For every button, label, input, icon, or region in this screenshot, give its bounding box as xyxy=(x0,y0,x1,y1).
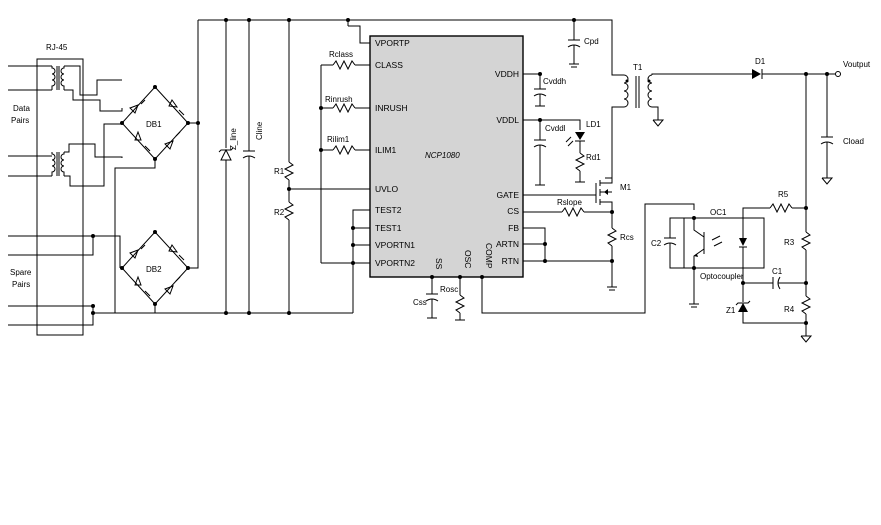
zline-label: Z_line xyxy=(229,128,238,150)
rinrush-label: Rinrush xyxy=(325,95,353,104)
pin-gate: GATE xyxy=(496,190,519,200)
spare-pairs-label-1: Spare xyxy=(10,268,32,277)
pin-comp: COMP xyxy=(484,243,494,269)
rd1-label: Rd1 xyxy=(586,153,601,162)
vportn-bus xyxy=(351,209,370,313)
ic-body xyxy=(369,35,524,278)
pin-artn: ARTN xyxy=(496,239,519,249)
css-label: Css xyxy=(413,298,427,307)
pin-vportn1: VPORTN1 xyxy=(375,240,415,250)
cline-label: Cline xyxy=(255,121,264,140)
pin-vddh: VDDH xyxy=(495,69,519,79)
data-pair-transformer-1 xyxy=(37,65,123,112)
oc1-body xyxy=(683,217,765,269)
resistor-r1-r2: R1 R2 xyxy=(274,20,370,313)
pin-rtn: RTN xyxy=(502,256,519,266)
data-pair-transformer-2 xyxy=(37,123,123,187)
c2-label: C2 xyxy=(651,239,662,248)
oc1-label: OC1 xyxy=(710,208,727,217)
ic-name: NCP1080 xyxy=(425,151,460,160)
bridge-db1: DB1 xyxy=(120,85,190,161)
rslope-label: Rslope xyxy=(557,198,582,207)
pin-class: CLASS xyxy=(375,60,403,70)
voutput-label: Voutput xyxy=(843,60,871,69)
cap-css: Css xyxy=(413,275,439,319)
cap-cpd: Cpd xyxy=(567,20,599,68)
r4-label: R4 xyxy=(784,305,795,314)
pin-ilim1: ILIM1 xyxy=(375,145,397,155)
pin-test2: TEST2 xyxy=(375,205,402,215)
db2-label: DB2 xyxy=(146,265,162,274)
rtn-net xyxy=(523,227,614,263)
data-pairs-label-1: Data xyxy=(13,104,30,113)
rj45-connector: RJ-45 Data Pairs Spare Pairs xyxy=(8,43,123,336)
comp-net xyxy=(480,203,695,314)
left-programming-resistors: Rclass Rinrush Rilim1 xyxy=(319,50,370,264)
rclass-label: Rclass xyxy=(329,50,353,59)
rosc-label: Rosc xyxy=(440,285,458,294)
m1-label: M1 xyxy=(620,183,632,192)
r3-label: R3 xyxy=(784,238,795,247)
rj45-label: RJ-45 xyxy=(46,43,68,52)
r2-label: R2 xyxy=(274,208,285,217)
pin-test1: TEST1 xyxy=(375,223,402,233)
optocoupler-oc1: OC1 Optocoupler xyxy=(683,208,765,281)
pin-vportp: VPORTP xyxy=(375,38,410,48)
ic-ncp1080: VPORTP CLASS INRUSH ILIM1 UVLO TEST2 TES… xyxy=(369,35,524,278)
d1-label: D1 xyxy=(755,57,766,66)
pin-osc: OSC xyxy=(463,250,473,268)
rj45-body xyxy=(36,58,84,336)
rcs-label: Rcs xyxy=(620,233,634,242)
cap-c2: C2 xyxy=(651,217,699,308)
ld1-label: LD1 xyxy=(586,120,601,129)
resistor-rslope: Rslope xyxy=(523,198,612,218)
pin-vportn2: VPORTN2 xyxy=(375,258,415,268)
pin-fb: FB xyxy=(508,223,519,233)
r1-label: R1 xyxy=(274,167,285,176)
data-pairs-label-2: Pairs xyxy=(11,116,29,125)
mosfet-m1: M1 xyxy=(523,178,632,228)
zener-zline: Z_line xyxy=(218,20,238,313)
z1-label: Z1 xyxy=(726,306,736,315)
transformer-t1: T1 xyxy=(605,63,752,179)
pin-cs: CS xyxy=(507,206,519,216)
optocoupler-label: Optocoupler xyxy=(700,272,744,281)
resistor-rcs: Rcs xyxy=(606,227,634,291)
db1-label: DB1 xyxy=(146,120,162,129)
rilim1-label: Rilim1 xyxy=(327,135,350,144)
vddl-network: Cvddl LD1 Rd1 xyxy=(523,118,601,186)
pin-vddl: VDDL xyxy=(496,115,519,125)
cap-cload: Cload xyxy=(820,72,864,185)
feedback-network: R5 R3 C1 Z1 R4 xyxy=(726,72,813,343)
pin-ss: SS xyxy=(434,258,444,270)
diode-d1: D1 Voutput xyxy=(752,57,871,79)
bridge-db2: DB2 xyxy=(120,230,190,306)
cpd-label: Cpd xyxy=(584,37,599,46)
pin-uvlo: UVLO xyxy=(375,184,399,194)
cload-label: Cload xyxy=(843,137,864,146)
cap-cvddh: Cvddh xyxy=(523,72,566,107)
cap-cline: Cline xyxy=(242,20,264,313)
cvddh-label: Cvddh xyxy=(543,77,566,86)
c1-label: C1 xyxy=(772,267,783,276)
cvddl-label: Cvddl xyxy=(545,124,566,133)
pin-inrush: INRUSH xyxy=(375,103,408,113)
resistor-rosc: Rosc xyxy=(440,275,466,321)
r5-label: R5 xyxy=(778,190,789,199)
t1-label: T1 xyxy=(633,63,643,72)
spare-pairs-label-2: Pairs xyxy=(12,280,30,289)
